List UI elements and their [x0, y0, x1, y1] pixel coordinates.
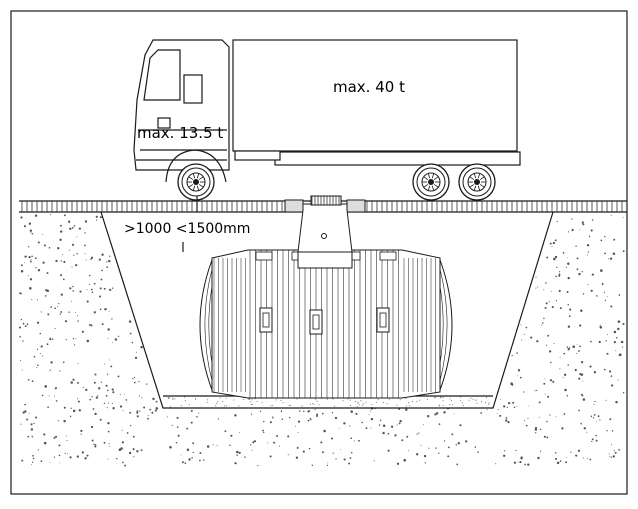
frame-border [10, 10, 628, 495]
depth-dimension-marker [182, 196, 198, 252]
storage-tank [199, 249, 453, 399]
truck [133, 39, 521, 183]
truck-cargo-box [232, 39, 518, 152]
truck-wheels [177, 163, 496, 201]
tank-dome-shaft [284, 195, 366, 269]
cover-depth-label: >1000 <1500mm [124, 221, 251, 237]
soil-area [18, 214, 625, 467]
total-load-label: max. 40 t [333, 78, 405, 96]
axle-load-label: max. 13.5 t [137, 124, 224, 142]
